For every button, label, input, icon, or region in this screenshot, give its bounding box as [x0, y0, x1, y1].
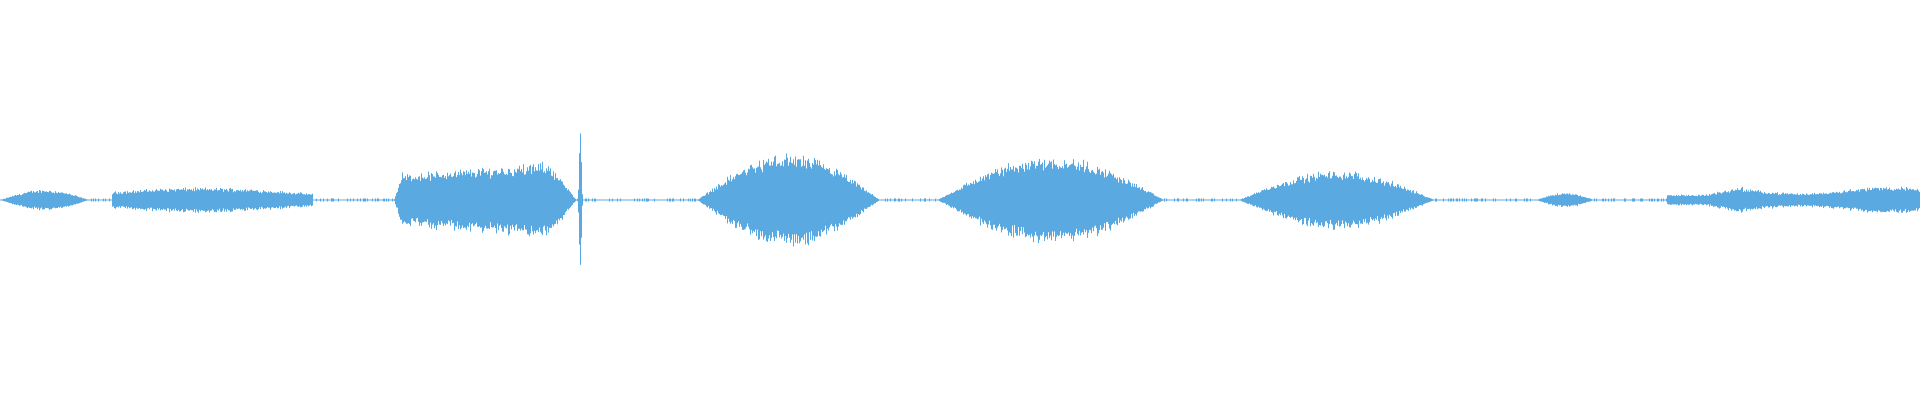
waveform-path — [1, 133, 1920, 265]
waveform-samples — [1, 133, 1920, 265]
